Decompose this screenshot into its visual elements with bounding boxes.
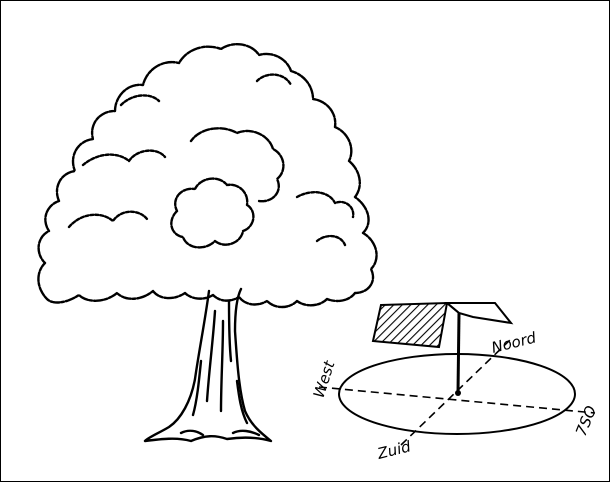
label-oost: 7SO	[572, 403, 600, 439]
gnomon-pole	[458, 313, 459, 393]
roof-panel	[447, 303, 511, 323]
shade-panel	[373, 303, 447, 347]
label-noord: Noord	[490, 328, 539, 357]
tree-trunk	[145, 289, 271, 441]
label-zuid: Zuid	[375, 437, 413, 463]
label-west: West	[310, 358, 339, 401]
sundial	[319, 303, 595, 445]
tree-canopy	[38, 44, 376, 307]
